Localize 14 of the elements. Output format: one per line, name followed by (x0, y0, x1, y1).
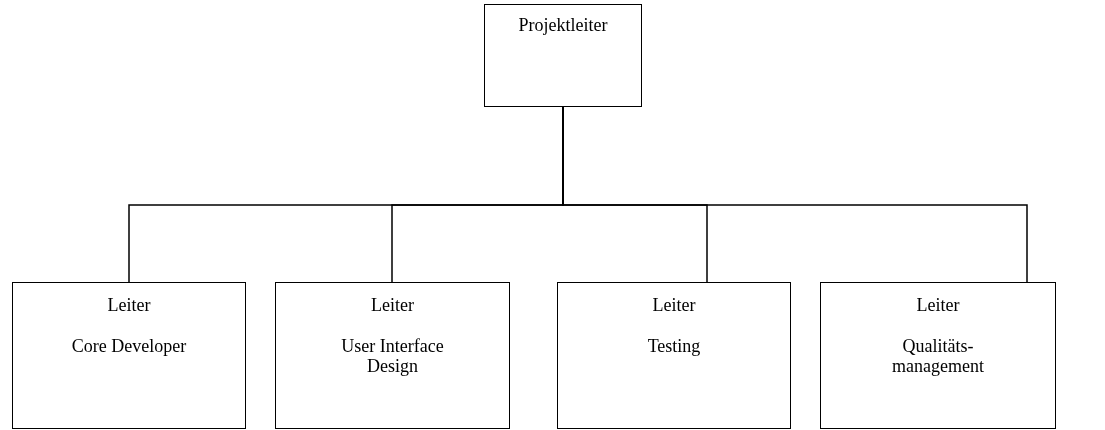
role-title: Leiter (916, 295, 960, 316)
department-name: Core Developer (71, 335, 187, 357)
department-name: User Interface Design (340, 335, 445, 378)
org-box (484, 4, 642, 107)
department-name: Qualitäts- management (891, 335, 985, 378)
org-box (557, 282, 791, 429)
org-box (275, 282, 510, 429)
role-title: Leiter (371, 295, 414, 316)
role-title: Leiter (107, 295, 151, 316)
role-title: Leiter (652, 295, 696, 316)
org-box (820, 282, 1056, 429)
org-box (12, 282, 246, 429)
role-title: Projektleiter (518, 15, 608, 36)
department-name: Testing (647, 335, 701, 357)
